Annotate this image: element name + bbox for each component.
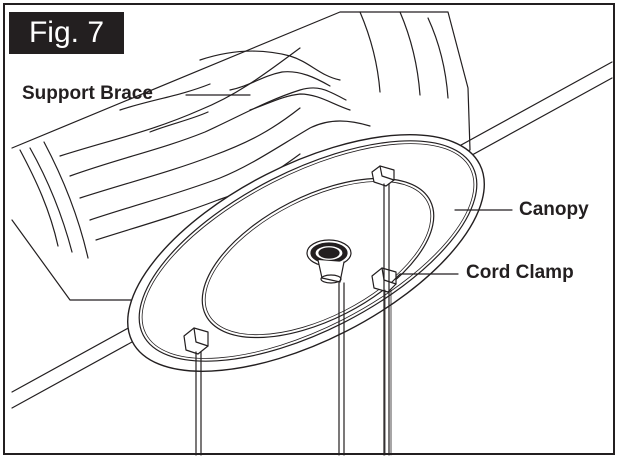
cord-clamp-left	[183, 327, 209, 355]
canopy	[127, 134, 485, 372]
support-brace-label: Support Brace	[22, 83, 153, 104]
cord-clamp-label: Cord Clamp	[466, 262, 574, 283]
figure-frame	[3, 3, 615, 455]
center-nut	[306, 239, 352, 284]
canopy-label: Canopy	[519, 199, 589, 220]
cord-clamp-top	[371, 165, 395, 187]
cord-clamp-leader-line	[391, 273, 459, 283]
figure-label: Fig. 7	[9, 12, 124, 54]
suspension-cords	[195, 183, 392, 456]
